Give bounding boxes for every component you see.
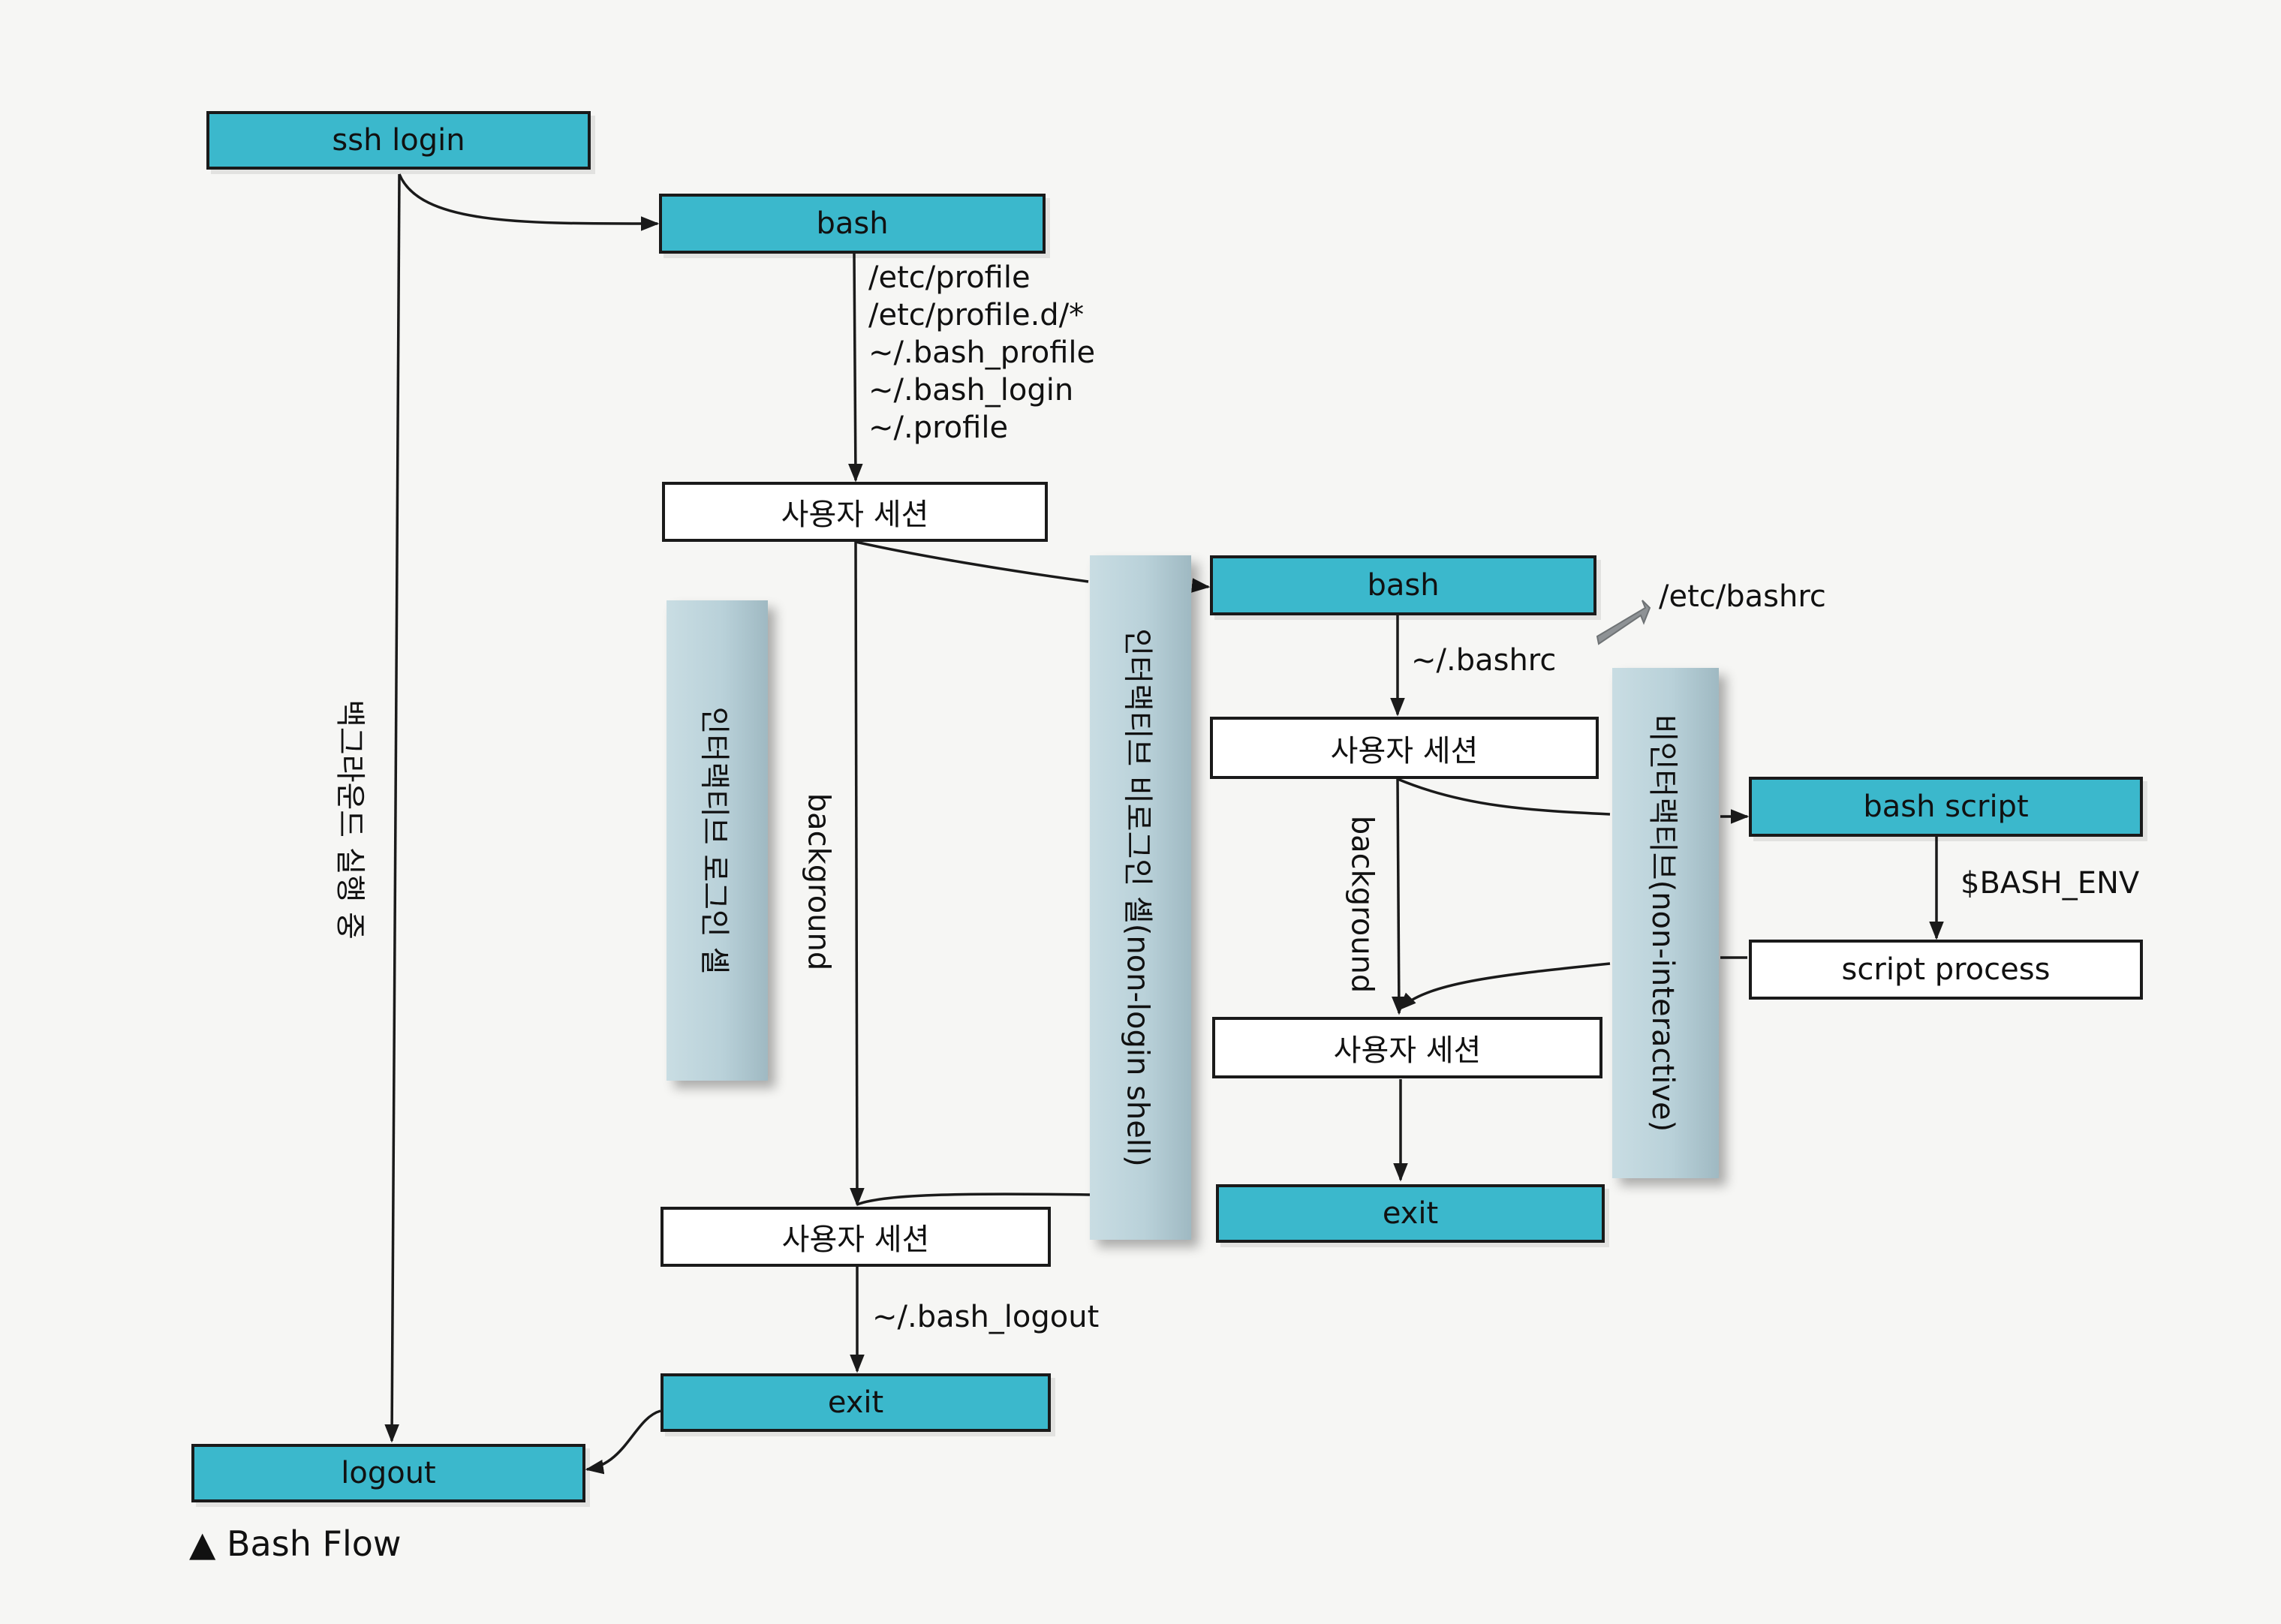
edge-bash-to-session1 [848, 253, 863, 483]
exit-login-box: exit [661, 1373, 1051, 1432]
edge-ssh-to-bash [398, 173, 660, 231]
edge-band-to-session2 [856, 1192, 1091, 1206]
login-file: ~/.profile [868, 411, 1009, 445]
background-running-text: 백그라운드 실행 중 [333, 699, 367, 940]
interactive-login-shell-band: 인터랙티브 로그인 셸 [667, 600, 768, 1081]
edge-exit-to-logout [585, 1409, 661, 1475]
edge-band-to-session4 [1398, 962, 1611, 1011]
login-file: ~/.bash_profile [868, 335, 1096, 370]
edge-band-to-bash2 [1191, 578, 1211, 593]
bashrc-label: ~/.bashrc [1411, 643, 1557, 678]
noninteractive-band: 비인터랙티브(non-interactive) [1612, 668, 1719, 1178]
edge-session3-to-session4 [1392, 778, 1407, 1015]
edge-session1-to-session2 [850, 541, 865, 1207]
bash-login-box: bash [659, 194, 1046, 254]
user-session-box-3: 사용자 세션 [1210, 717, 1599, 779]
exit-nonlogin-box: exit [1216, 1184, 1605, 1243]
login-file: /etc/profile.d/* [868, 298, 1085, 332]
etc-bashrc-label: /etc/bashrc [1659, 579, 1826, 614]
interactive-nonlogin-shell-band: 인터랙티브 비로그인 셸(non-login shell) [1090, 555, 1191, 1240]
noninteractive-label: 비인터랙티브(non-interactive) [1645, 714, 1680, 1132]
background-text-1: background [801, 792, 835, 971]
user-session-box-4: 사용자 세션 [1212, 1017, 1602, 1078]
login-config-files: /etc/profile /etc/profile.d/* ~/.bash_pr… [868, 259, 1095, 447]
script-process-box: script process [1749, 940, 2143, 1000]
bash-env-label: $BASH_ENV [1961, 866, 2140, 901]
edge-session1-to-band [855, 540, 1089, 583]
logout-box: logout [191, 1444, 585, 1502]
interactive-nonlogin-shell-label: 인터랙티브 비로그인 셸(non-login shell) [1120, 628, 1155, 1167]
edge-ssh-to-logout [384, 173, 401, 1443]
arrow-to-etc-bashrc [1596, 600, 1651, 645]
bash-nonlogin-box: bash [1210, 555, 1596, 615]
background-text-2: background [1344, 815, 1379, 994]
edge-session3-to-band [1397, 777, 1611, 816]
interactive-login-shell-label: 인터랙티브 로그인 셸 [697, 706, 732, 975]
bash-logout-label: ~/.bash_logout [872, 1300, 1100, 1334]
login-file: /etc/profile [868, 260, 1031, 295]
bash-script-box: bash script [1749, 777, 2143, 837]
ssh-login-box: ssh login [206, 111, 591, 170]
login-file: ~/.bash_login [868, 373, 1074, 408]
figure-caption: ▲ Bash Flow [189, 1523, 402, 1564]
user-session-box-1: 사용자 세션 [662, 482, 1048, 542]
user-session-box-2: 사용자 세션 [661, 1207, 1051, 1267]
